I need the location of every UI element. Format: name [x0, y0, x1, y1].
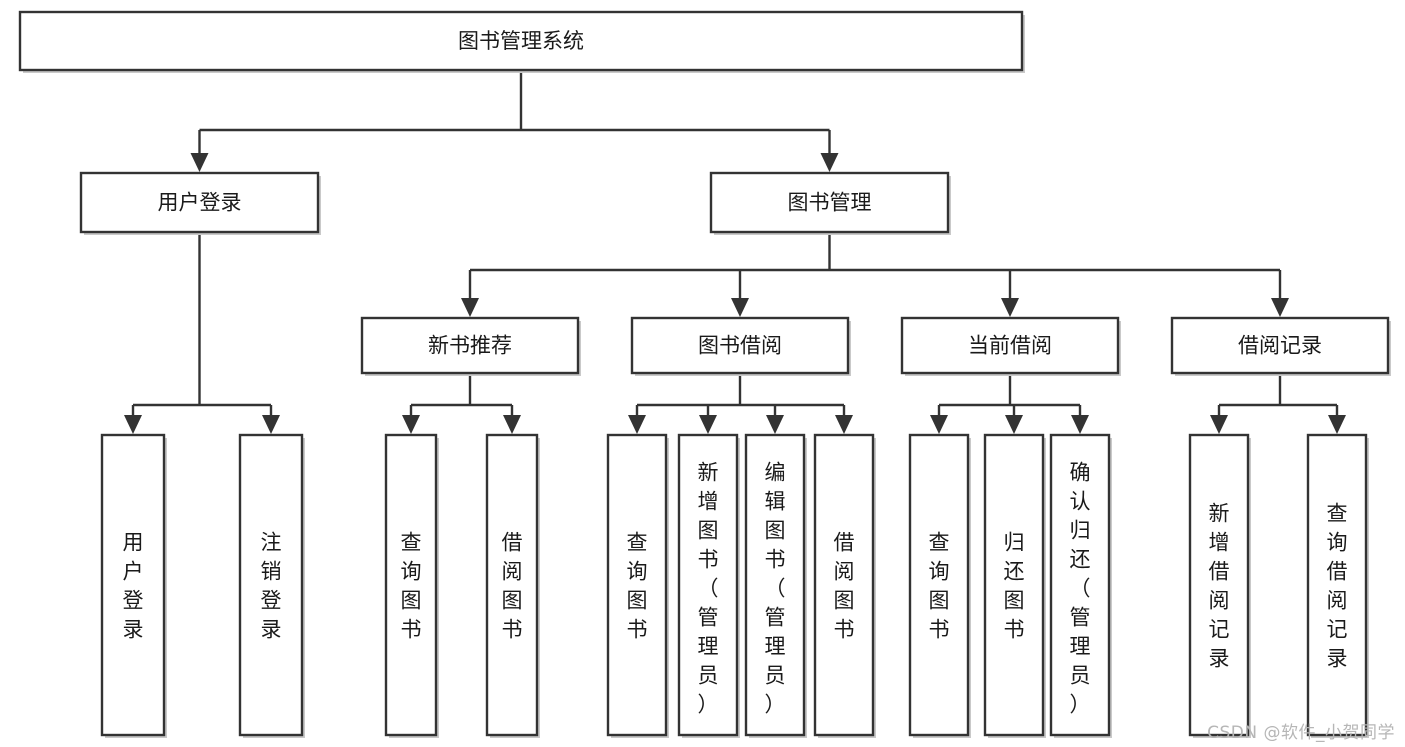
node-layer: 图书管理系统用户登录图书管理新书推荐图书借阅当前借阅借阅记录用户登录注销登录查询…	[18, 10, 1391, 738]
node-rect	[1170, 316, 1390, 375]
node-label: 用户登录	[123, 531, 144, 642]
node-rect	[1049, 433, 1111, 737]
node-rect	[900, 316, 1120, 375]
node-label: 借阅图书	[502, 531, 523, 642]
node-rect	[485, 433, 539, 737]
node-label: 用户登录	[158, 191, 242, 215]
node-book-manage[interactable]: 图书管理	[709, 171, 951, 235]
edge-group-book-manage	[461, 232, 1289, 317]
node-leaf-borrow-book-2[interactable]: 借阅图书	[813, 433, 876, 738]
node-label: 归还图书	[1004, 531, 1025, 642]
edge-group-root	[190, 70, 839, 172]
node-rect	[606, 433, 668, 737]
node-rect	[18, 10, 1024, 72]
node-leaf-add-book[interactable]: 新增图书（管理员）	[677, 433, 740, 738]
node-label: 新书推荐	[428, 334, 512, 358]
node-label: 查询借阅记录	[1327, 502, 1348, 671]
node-rect	[908, 433, 970, 737]
node-label: 注销登录	[261, 531, 282, 642]
node-label: 当前借阅	[968, 334, 1052, 358]
node-leaf-query-book-1[interactable]: 查询图书	[384, 433, 439, 738]
node-rect	[79, 171, 320, 234]
csdn-watermark: CSDN @软件_小贺同学	[1207, 723, 1395, 743]
edge-group-new-book-recommend	[402, 373, 521, 434]
node-rect	[384, 433, 438, 737]
node-label: 新增借阅记录	[1209, 502, 1230, 671]
node-leaf-user-login[interactable]: 用户登录	[100, 433, 167, 738]
node-rect	[677, 433, 739, 737]
node-rect	[238, 433, 304, 737]
node-label: 图书管理系统	[458, 29, 584, 53]
edge-group-user-login	[124, 232, 280, 434]
node-leaf-add-borrow-record[interactable]: 新增借阅记录	[1188, 433, 1251, 738]
node-current-borrow[interactable]: 当前借阅	[900, 316, 1121, 376]
node-leaf-query-borrow-record[interactable]: 查询借阅记录	[1306, 433, 1369, 738]
node-leaf-query-book-2[interactable]: 查询图书	[606, 433, 669, 738]
node-label: 借阅记录	[1238, 334, 1322, 358]
node-rect	[744, 433, 806, 737]
node-rect	[1188, 433, 1250, 737]
node-label: 查询图书	[401, 531, 422, 642]
node-rect	[360, 316, 580, 375]
node-root[interactable]: 图书管理系统	[18, 10, 1025, 73]
node-new-book-recommend[interactable]: 新书推荐	[360, 316, 581, 376]
node-label: 图书管理	[788, 191, 872, 215]
node-label: 借阅图书	[834, 531, 855, 642]
node-leaf-query-book-3[interactable]: 查询图书	[908, 433, 971, 738]
node-rect	[983, 433, 1045, 737]
node-rect	[1306, 433, 1368, 737]
node-user-login[interactable]: 用户登录	[79, 171, 321, 235]
node-label: 图书借阅	[698, 334, 782, 358]
node-rect	[813, 433, 875, 737]
node-label: 编辑图书（管理员）	[765, 461, 786, 717]
node-leaf-borrow-book-1[interactable]: 借阅图书	[485, 433, 540, 738]
edge-group-borrow-record	[1210, 373, 1346, 434]
node-rect	[100, 433, 166, 737]
node-label: 确认归还（管理员）	[1070, 461, 1091, 717]
node-leaf-user-logout[interactable]: 注销登录	[238, 433, 305, 738]
node-book-borrow[interactable]: 图书借阅	[630, 316, 851, 376]
node-leaf-return-book[interactable]: 归还图书	[983, 433, 1046, 738]
node-label: 新增图书（管理员）	[698, 461, 719, 717]
edge-group-current-borrow	[930, 373, 1089, 434]
node-leaf-edit-book[interactable]: 编辑图书（管理员）	[744, 433, 807, 738]
node-borrow-record[interactable]: 借阅记录	[1170, 316, 1391, 376]
node-rect	[630, 316, 850, 375]
connector-layer	[124, 70, 1346, 434]
node-leaf-confirm-return[interactable]: 确认归还（管理员）	[1049, 433, 1112, 738]
node-rect	[709, 171, 950, 234]
edge-group-book-borrow	[628, 373, 853, 434]
node-label: 查询图书	[627, 531, 648, 642]
node-label: 查询图书	[929, 531, 950, 642]
